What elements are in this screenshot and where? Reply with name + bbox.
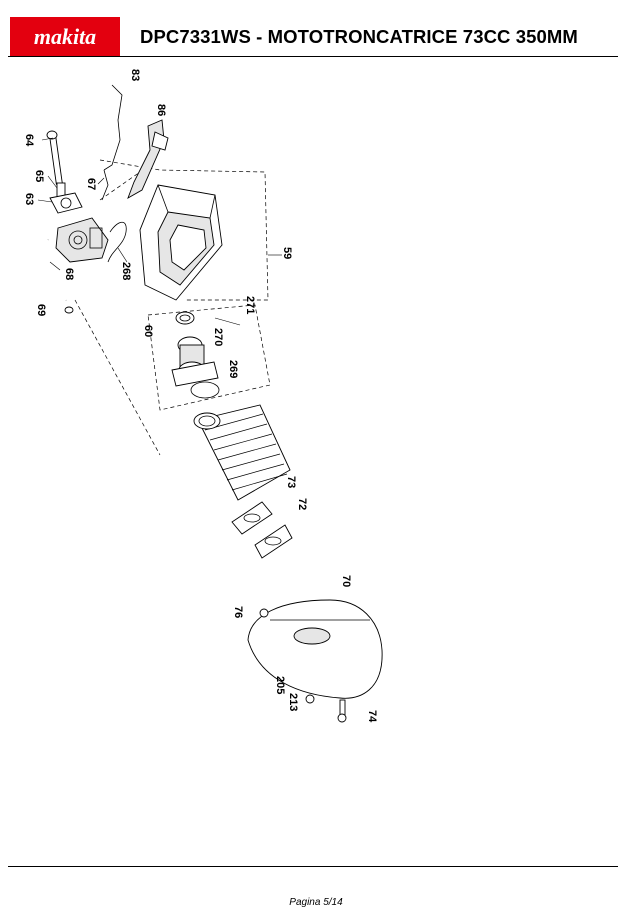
exploded-parts-diagram: 83 86 64 65 67 63 59 268 68 69 271 60 27…: [23, 69, 383, 723]
label-65: 65: [33, 170, 45, 182]
label-83: 83: [129, 69, 141, 81]
wire-67-icon: [101, 169, 109, 201]
screw-76-icon: [259, 608, 269, 618]
label-63: 63: [23, 193, 35, 205]
clamp-269-icon: [190, 381, 220, 399]
svg-text:makita: makita: [34, 24, 96, 49]
seal-60-icon: [175, 311, 195, 325]
page-title: DPC7331WS - MOTOTRONCATRICE 73CC 350MM: [140, 26, 578, 47]
wire-83-icon: [103, 84, 123, 171]
intake-manifold-270-icon: [171, 336, 219, 387]
label-67: 67: [85, 178, 97, 190]
label-69: 69: [35, 304, 47, 316]
header-divider: [8, 56, 618, 57]
label-64: 64: [23, 134, 35, 147]
throttle-lever-86-icon: [127, 119, 169, 200]
label-72: 72: [296, 498, 308, 510]
label-74: 74: [366, 710, 378, 723]
label-60: 60: [142, 325, 154, 337]
bolt-64-icon: [46, 130, 63, 185]
gasket-73-icon: [231, 501, 273, 535]
label-269: 269: [227, 360, 239, 378]
label-268: 268: [120, 262, 132, 280]
muffler-70-icon: [247, 599, 383, 699]
label-59: 59: [281, 247, 293, 259]
makita-logo: makita: [10, 17, 120, 57]
label-271: 271: [244, 296, 256, 314]
label-270: 270: [212, 328, 224, 346]
part-number-labels: 83 86 64 65 67 63 59 268 68 69 271 60 27…: [23, 69, 378, 723]
label-86: 86: [155, 104, 167, 116]
carburettor-icon: [55, 217, 109, 263]
label-68: 68: [63, 268, 75, 280]
bolt-74-icon: [337, 699, 347, 723]
leader-lines: [37, 137, 282, 326]
label-213: 213: [287, 693, 299, 711]
impulse-hose-268-icon: [107, 221, 127, 263]
page-number: Pagina 5/14: [289, 897, 343, 908]
footer-divider: [8, 866, 618, 867]
nut-69-icon: [64, 306, 74, 314]
gasket-72-icon: [254, 524, 293, 559]
cylinder-icon: [193, 404, 291, 501]
label-73: 73: [285, 476, 297, 488]
washer-213-icon: [305, 694, 315, 704]
label-205: 205: [274, 676, 286, 694]
label-76: 76: [232, 606, 244, 618]
gasket-63-icon: [49, 192, 83, 214]
label-70: 70: [340, 575, 352, 587]
air-box-59-icon: [139, 184, 223, 301]
